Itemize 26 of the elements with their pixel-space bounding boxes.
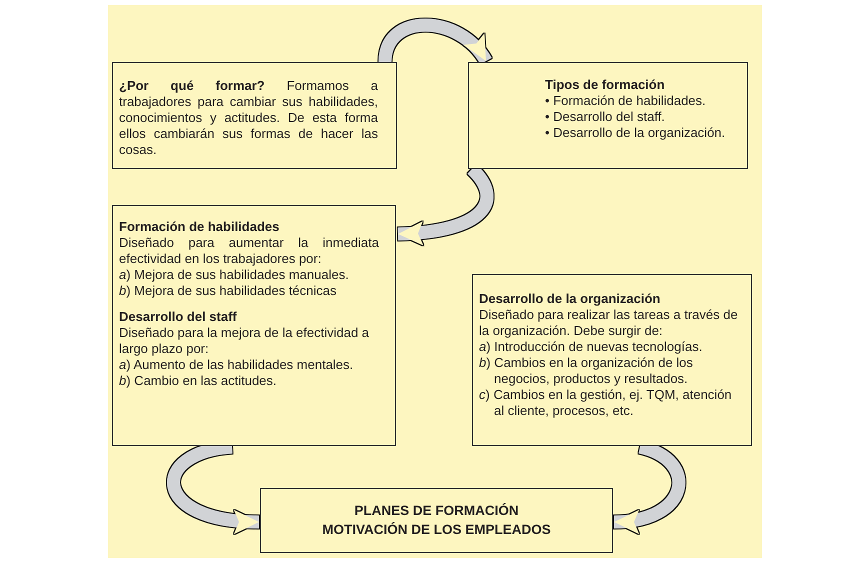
body-text: • Formación de habilidades. — [545, 93, 707, 109]
list-item: a) Introducción de nuevas tecnologías. — [479, 339, 704, 355]
body-text: Diseñado para la mejora de la efectividad a largo plazo por: — [119, 325, 370, 357]
list-item: c) Cambios en la gestión, ej. TQM, atención al cliente, procesos, etc. — [479, 387, 733, 419]
text-box — [472, 274, 752, 446]
list-item: a) Aumento de las habilidades mentales. — [119, 357, 354, 373]
list-item: b) Mejora de sus habilidades técnicas — [119, 283, 338, 299]
title-text: PLANES DE FORMACIÓN — [353, 502, 520, 520]
text-box — [112, 205, 396, 446]
list-item: a) Mejora de sus habilidades manuales. — [119, 267, 350, 283]
section-heading: Formación de habilidades — [119, 219, 280, 235]
body-text: • Desarrollo de la organización. — [545, 125, 726, 141]
section-heading: Desarrollo de la organización — [479, 291, 662, 307]
text-box — [112, 62, 397, 169]
text-box — [260, 488, 613, 553]
list-item: b) Cambio en las actitudes. — [119, 373, 278, 389]
text-box — [468, 62, 748, 169]
list-item: b) Cambios en la organización de los negocios, productos y resultados. — [479, 355, 694, 387]
body-text: Diseñado para realizar las tareas a través de la organización. Debe surgir de: — [479, 307, 739, 339]
section-heading: Tipos de formación — [545, 77, 666, 93]
title-text: MOTIVACIÓN DE LOS EMPLEADOS — [321, 521, 552, 539]
body-text: • Desarrollo del staff. — [545, 109, 666, 125]
body-text: Diseñado para aumentar la inmediata efectividad en los trabajadores por: — [119, 235, 379, 267]
body-text: ¿Por qué formar? Formamos a trabajadores para cambiar sus habilidades, conocimientos y actitudes. De esta forma ellos cambiarán sus formas de hacer las cosas. — [119, 78, 378, 158]
section-heading: Desarrollo del staff — [119, 309, 238, 325]
block-arrow — [378, 18, 492, 65]
